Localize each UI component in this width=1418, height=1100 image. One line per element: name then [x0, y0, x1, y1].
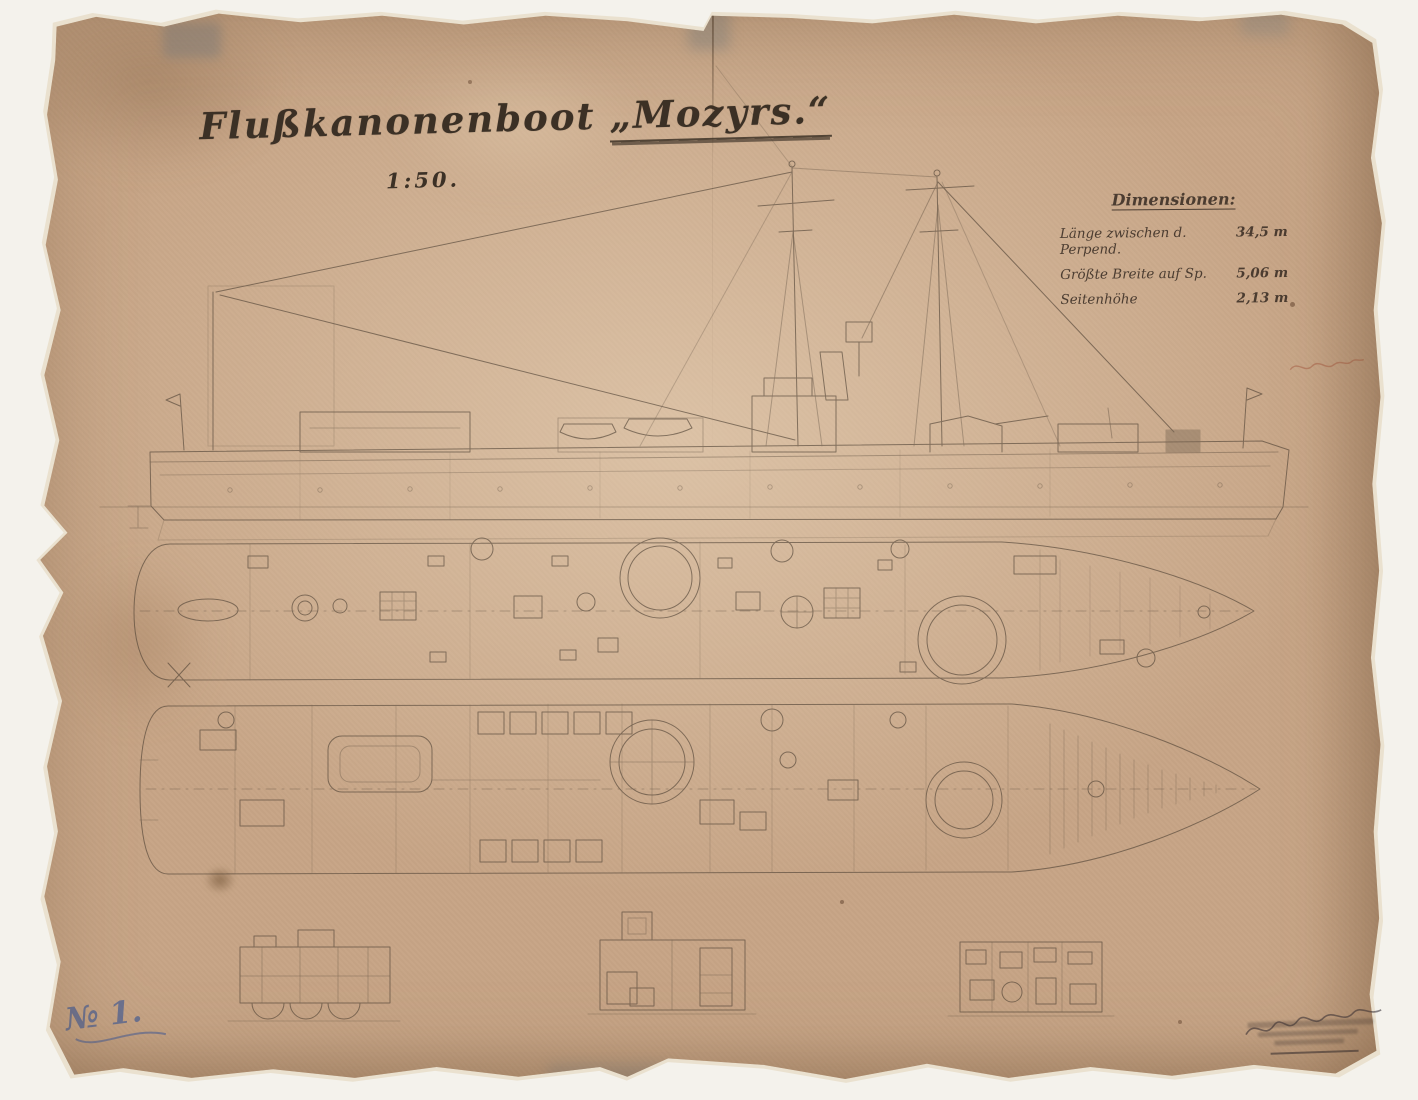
tape-remnant	[1241, 13, 1289, 36]
blueprint-paper	[40, 13, 1382, 1079]
speck	[840, 900, 844, 904]
speck	[1178, 1020, 1182, 1024]
paper-fold	[712, 13, 713, 486]
tape-remnant	[163, 22, 221, 58]
light-patch	[398, 56, 638, 186]
water-stain	[64, 558, 214, 728]
edge-shade	[1310, 13, 1382, 1079]
speck	[468, 80, 472, 84]
ink-spot	[204, 866, 236, 894]
paper-crack	[712, 13, 714, 156]
speck	[1290, 302, 1295, 307]
